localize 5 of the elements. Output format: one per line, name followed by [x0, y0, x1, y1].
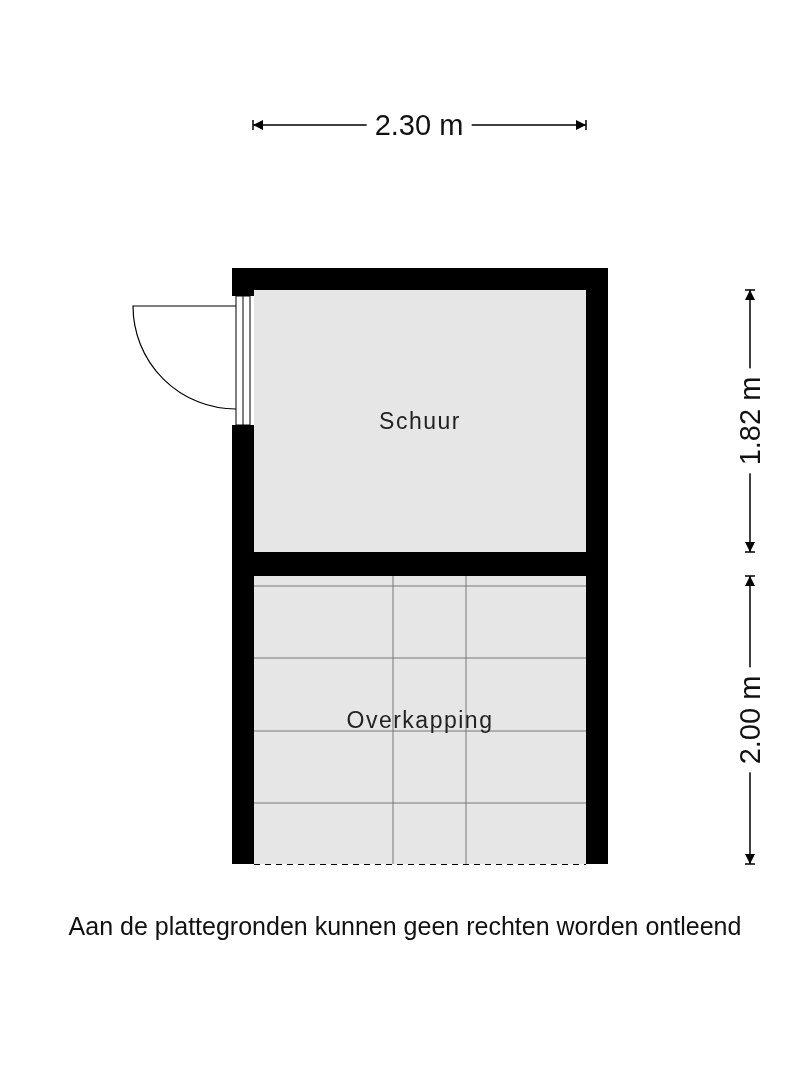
room-floor [254, 576, 586, 864]
room-label: Schuur [379, 407, 461, 435]
room-label: Overkapping [346, 706, 494, 734]
disclaimer-note: Aan de plattegronden kunnen geen rechten worden ontleend [68, 911, 742, 941]
room-floor [254, 290, 586, 552]
